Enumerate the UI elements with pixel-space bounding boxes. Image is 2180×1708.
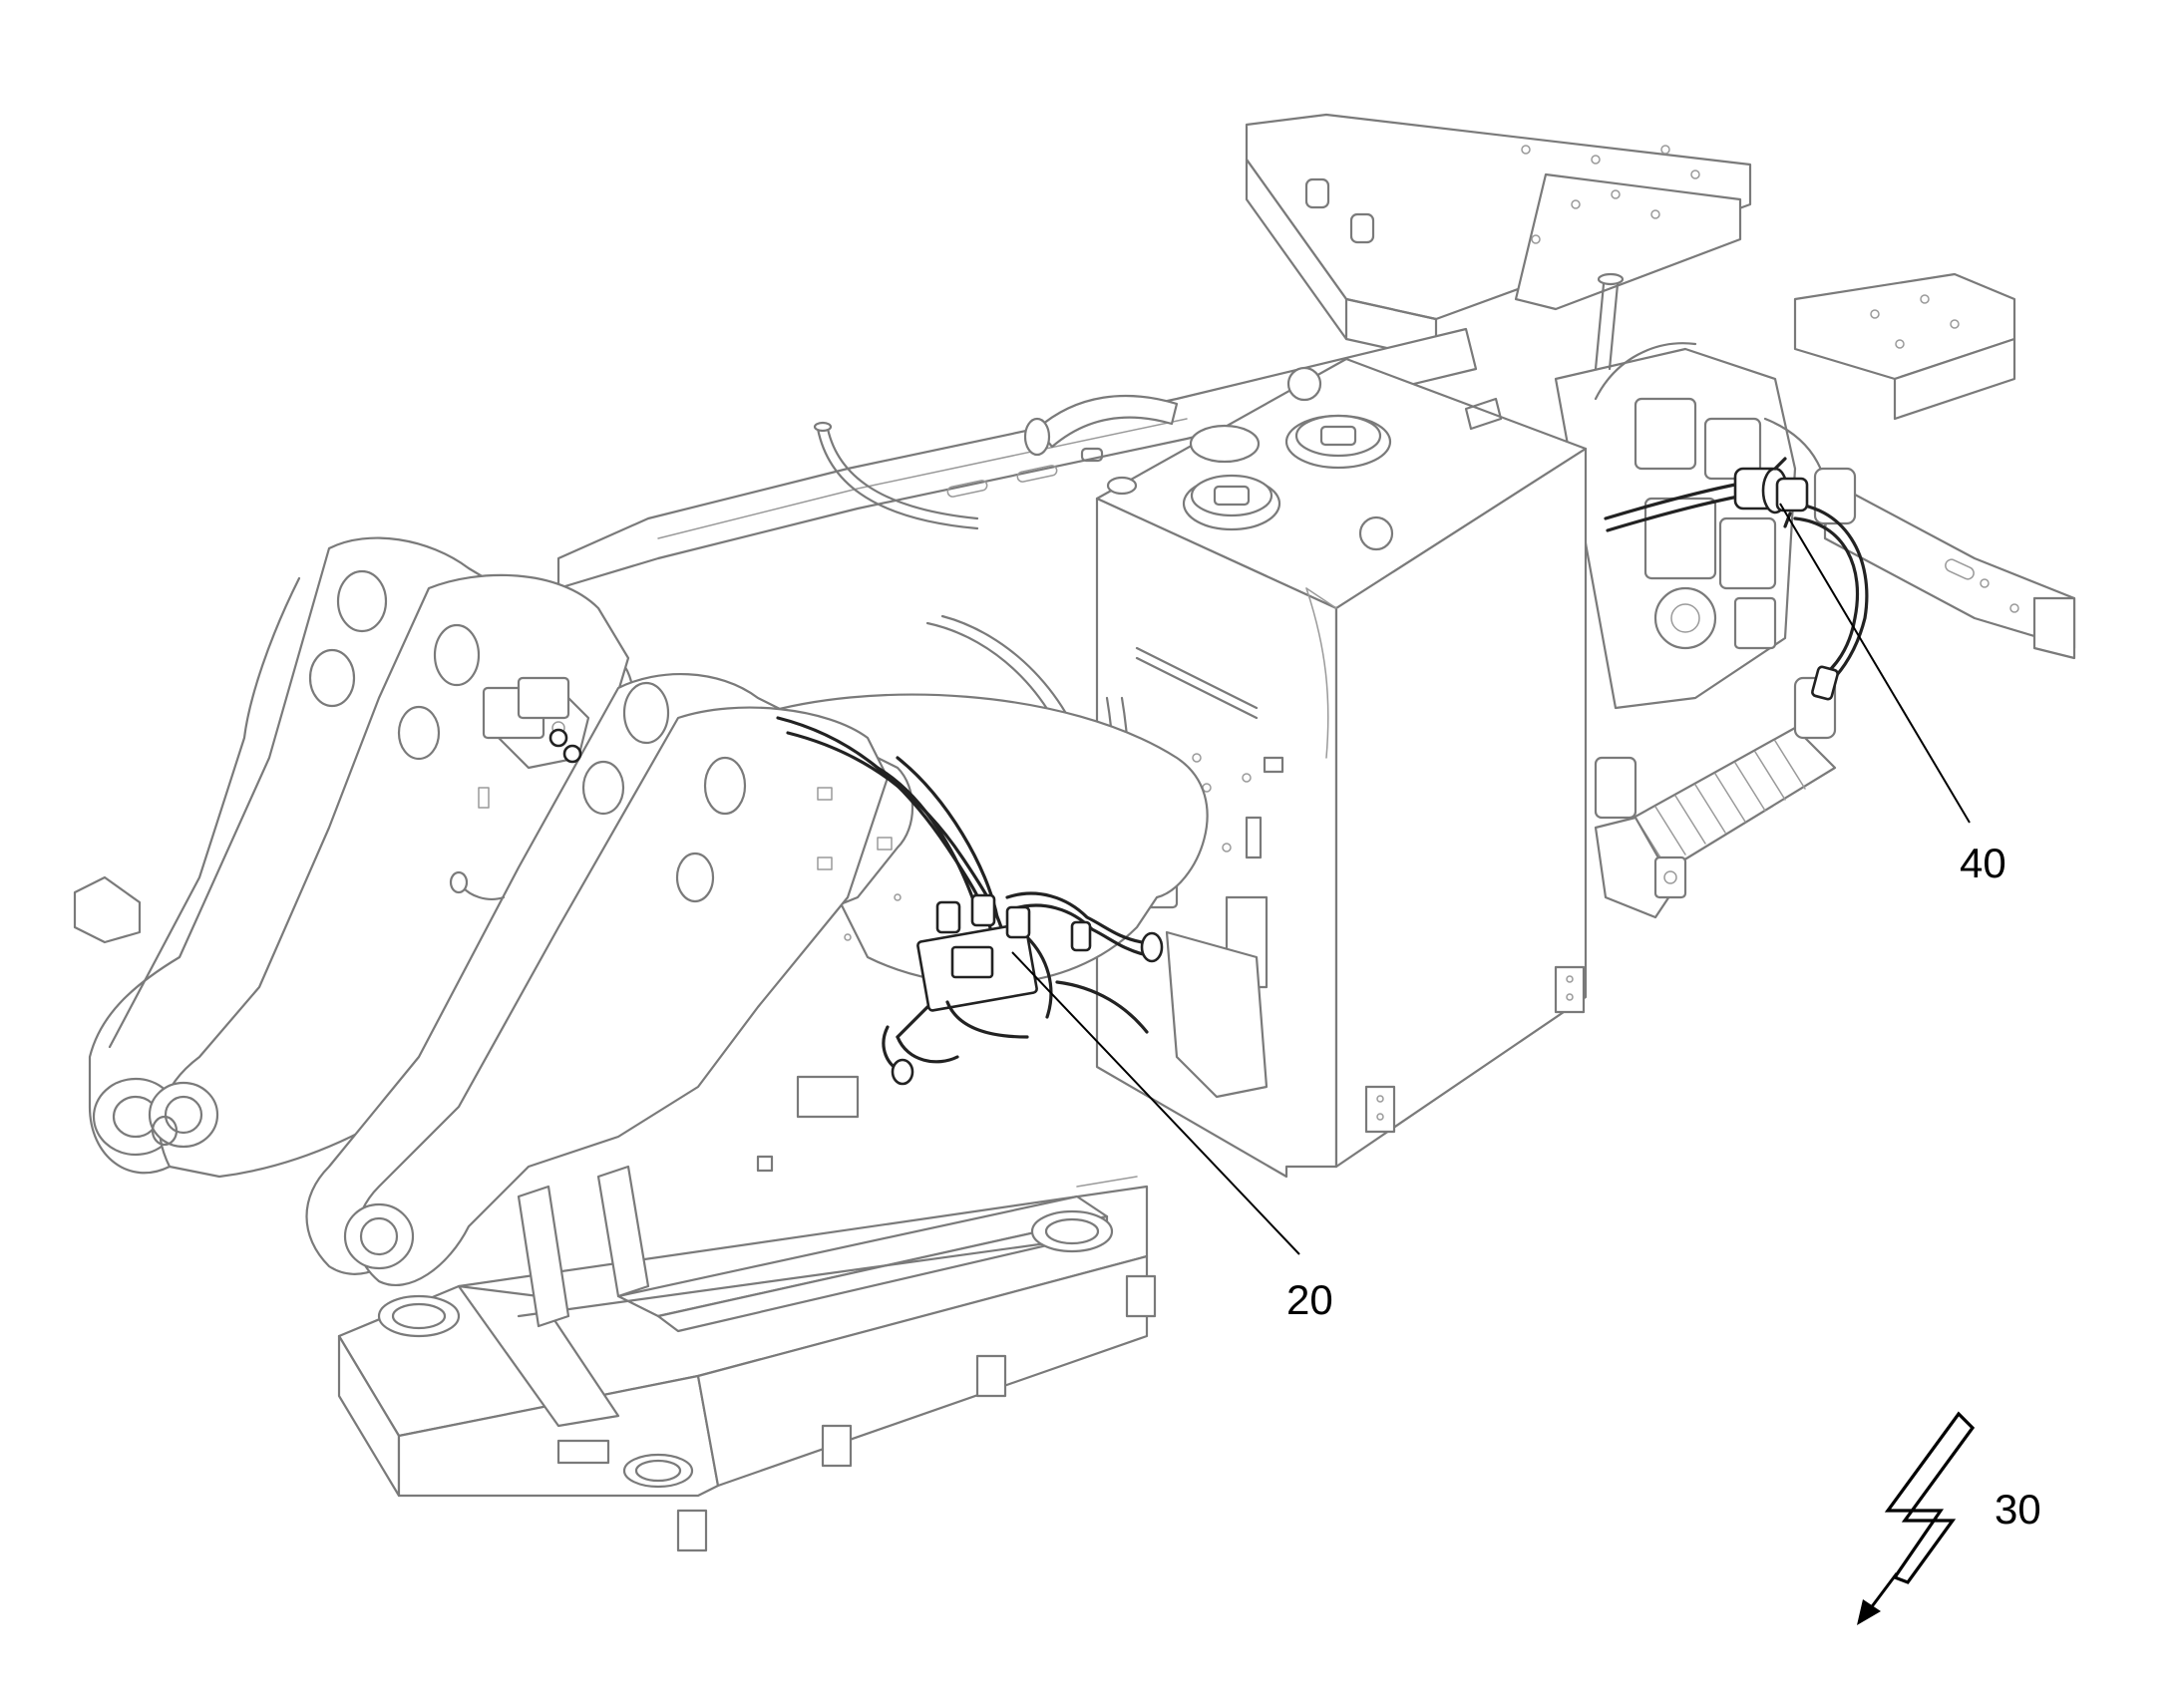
hydraulic-tank <box>1080 357 1588 1179</box>
lightning-bolt-icon <box>1857 1411 1976 1625</box>
reference-numeral-30: 30 <box>1995 1486 2041 1533</box>
leader-line-40 <box>1779 503 1971 824</box>
hose-assembly-20 <box>776 716 1164 1086</box>
reference-numeral-40: 40 <box>1960 840 2006 886</box>
hose-connection-40 <box>1604 457 1809 532</box>
reference-numeral-20: 20 <box>1286 1276 1333 1323</box>
engine-pump-cluster <box>1554 272 1869 919</box>
rear-right-beam <box>1793 272 2076 660</box>
bottom-frame <box>337 1075 1157 1552</box>
left-valve-block <box>449 676 582 900</box>
leader-lines <box>1011 503 1971 1255</box>
right-boom-bracket-front <box>343 706 902 1287</box>
leader-line-20 <box>1011 951 1300 1255</box>
